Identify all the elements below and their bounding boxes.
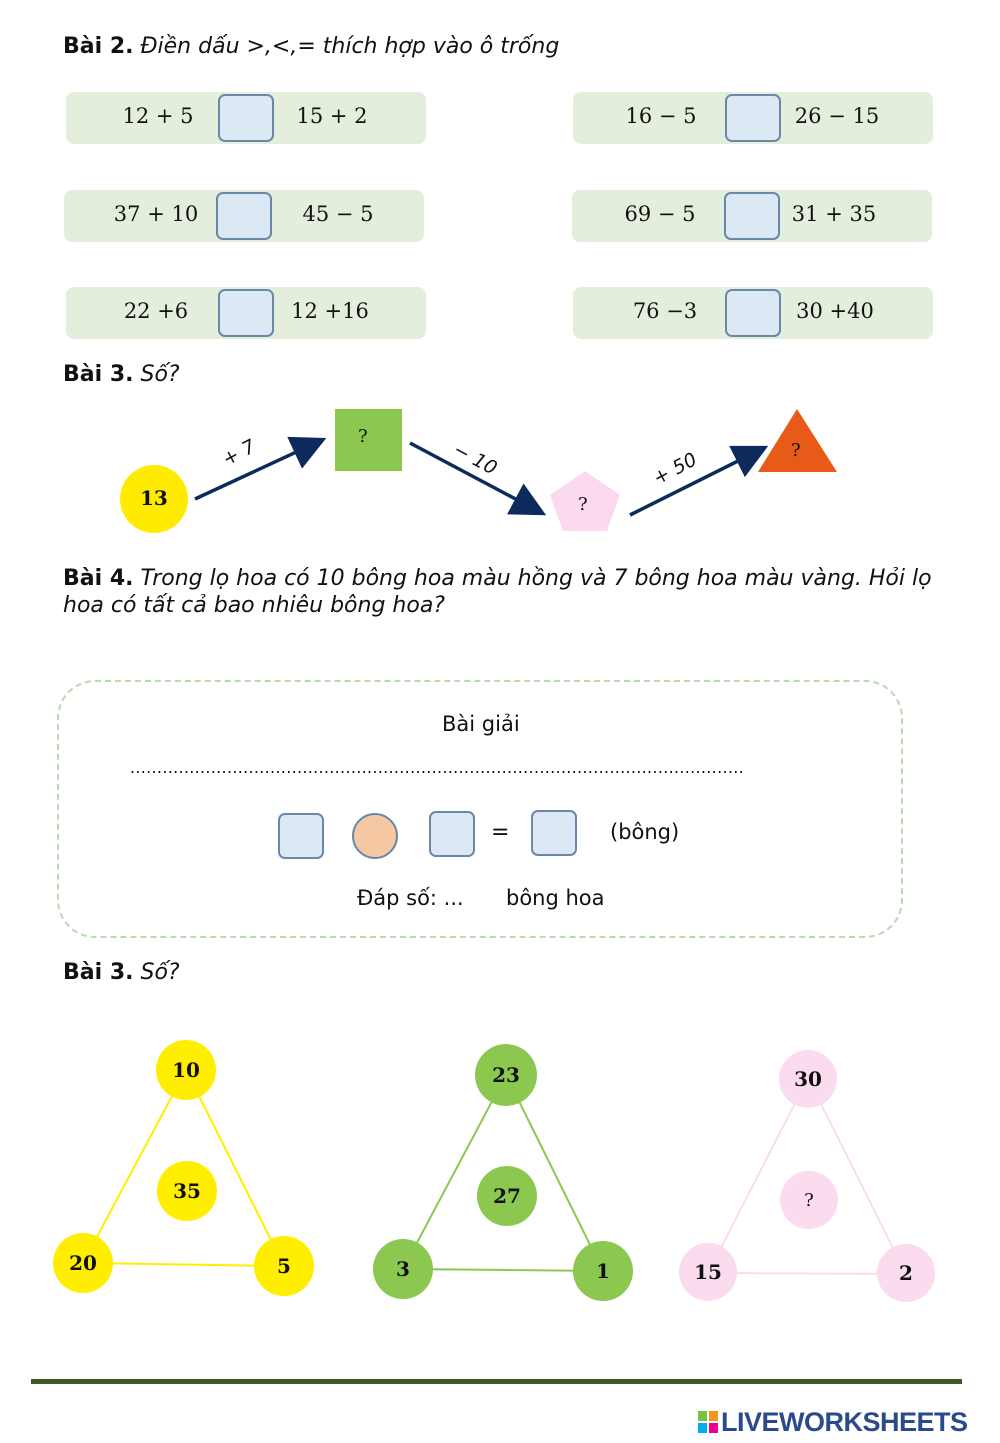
tri3-left: 15 [679, 1243, 737, 1301]
compare-left-1: 12 + 5 [122, 104, 194, 128]
compare-right-1: 15 + 2 [296, 104, 368, 128]
operator-circle[interactable] [352, 813, 398, 859]
answer-dotted-line[interactable]: ........................................… [130, 758, 744, 777]
bai2-label: Bài 2. [63, 34, 134, 59]
sign-input-6[interactable] [725, 289, 781, 337]
bai4-heading: Bài 4. Trong lọ hoa có 10 bông hoa màu h… [63, 565, 943, 619]
answer-box-2[interactable] [429, 811, 475, 857]
footer-brand: LIVEWORKSHEETS [721, 1407, 968, 1437]
answer-prefix: Đáp số: ... [357, 886, 464, 910]
bai3b-heading: Bài 3. Số? [63, 960, 180, 985]
tri1-center: 35 [157, 1161, 217, 1221]
footer-divider [31, 1379, 962, 1384]
tri2-right: 1 [573, 1241, 633, 1301]
compare-right-2: 26 − 15 [794, 104, 880, 128]
compare-left-6: 76 −3 [632, 299, 698, 323]
square-answer[interactable]: ? [358, 426, 368, 447]
compare-right-4: 31 + 35 [791, 202, 877, 226]
arrow-3 [629, 445, 769, 517]
bai3b-label: Bài 3. [63, 960, 134, 985]
tri3-right: 2 [877, 1244, 935, 1302]
bai2-heading: Bài 2. Điền dấu >,<,= thích hợp vào ô tr… [63, 34, 559, 59]
sign-input-4[interactable] [724, 192, 780, 240]
compare-left-3: 37 + 10 [113, 202, 199, 226]
triangle-shape [758, 409, 837, 472]
answer-unit: bông hoa [506, 886, 605, 910]
answer-box-1[interactable] [278, 813, 324, 859]
number-chain-diagram [120, 409, 837, 533]
bai3a-label: Bài 3. [63, 362, 134, 387]
compare-row-5: 22 +6 12 +16 [66, 287, 426, 339]
compare-left-5: 22 +6 [123, 299, 189, 323]
compare-row-4: 69 − 5 31 + 35 [572, 190, 932, 242]
sign-input-3[interactable] [216, 192, 272, 240]
compare-row-3: 37 + 10 45 − 5 [64, 190, 424, 242]
sign-input-1[interactable] [218, 94, 274, 142]
bai3a-heading: Bài 3. Số? [63, 362, 180, 387]
tri3-center-answer[interactable]: ? [780, 1171, 838, 1229]
tri1-right: 5 [254, 1236, 314, 1296]
compare-right-3: 45 − 5 [302, 202, 374, 226]
liveworksheets-logo-icon [698, 1411, 718, 1433]
triangle-answer[interactable]: ? [791, 440, 801, 461]
pentagon-shape [550, 471, 620, 531]
bai2-instruction: Điền dấu >,<,= thích hợp vào ô trống [140, 34, 560, 59]
answer-box-result[interactable] [531, 810, 577, 856]
equals-sign: = [491, 820, 510, 845]
tri2-center: 27 [477, 1166, 537, 1226]
tri2-left: 3 [373, 1239, 433, 1299]
bai4-label: Bài 4. [63, 566, 134, 591]
triangle-1-outline [81, 1067, 286, 1268]
solution-title: Bài giải [442, 712, 520, 736]
tri1-top: 10 [156, 1040, 216, 1100]
start-circle [120, 465, 188, 533]
triangle-2-outline [401, 1072, 605, 1273]
bai3a-instruction: Số? [140, 362, 180, 387]
solution-frame [57, 680, 903, 938]
compare-left-4: 69 − 5 [624, 202, 696, 226]
triangle-3-outline [706, 1075, 908, 1276]
bai4-text-line1: Trong lọ hoa có 10 bông hoa màu hồng và … [140, 566, 932, 591]
triangles-diagram [81, 1067, 908, 1276]
compare-left-2: 16 − 5 [625, 104, 697, 128]
tri1-left: 20 [53, 1233, 113, 1293]
sign-input-5[interactable] [218, 289, 274, 337]
unit-label: (bông) [610, 820, 680, 844]
bai3b-instruction: Số? [140, 960, 180, 985]
compare-row-6: 76 −3 30 +40 [573, 287, 933, 339]
start-value: 13 [140, 486, 168, 510]
compare-right-6: 30 +40 [796, 299, 874, 323]
arrow-1 [194, 436, 327, 501]
compare-right-5: 12 +16 [291, 299, 369, 323]
square-shape [335, 409, 402, 471]
bai4-text-line2: hoa có tất cả bao nhiêu bông hoa? [63, 593, 445, 618]
sign-input-2[interactable] [725, 94, 781, 142]
pentagon-answer[interactable]: ? [578, 494, 588, 515]
compare-row-1: 12 + 5 15 + 2 [66, 92, 426, 144]
arrow-2 [409, 441, 547, 516]
tri3-top: 30 [779, 1050, 837, 1108]
compare-row-2: 16 − 5 26 − 15 [573, 92, 933, 144]
tri2-top: 23 [475, 1044, 537, 1106]
